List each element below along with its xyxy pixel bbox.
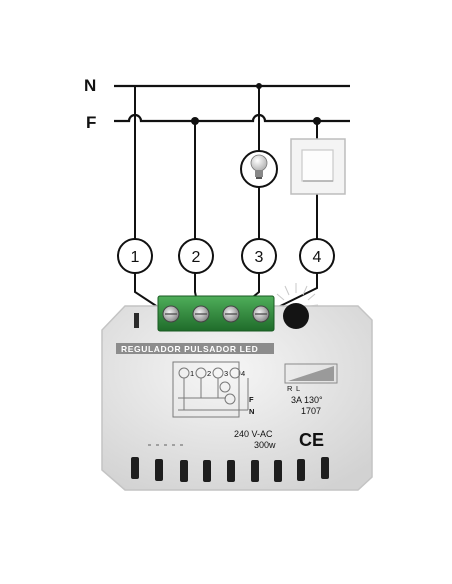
ce-mark: CE <box>299 430 324 450</box>
slider-left-label: R <box>287 384 293 393</box>
wall-push-button-icon <box>290 138 346 195</box>
terminal-number-circle-4: 4 <box>299 238 335 274</box>
screw-terminal-icon <box>162 305 180 323</box>
voltage-label: 240 V-AC <box>234 429 273 439</box>
push-button[interactable] <box>276 283 319 329</box>
terminal-number-4: 4 <box>313 249 322 266</box>
terminal-number-circle-1: 1 <box>117 238 153 274</box>
inner-terminal-1: 1 <box>190 369 194 378</box>
neutral-line-label: N <box>84 76 96 95</box>
inner-neutral-label: N <box>249 407 254 416</box>
device-name: REGULADOR PULSADOR LED <box>121 344 258 354</box>
module-slot <box>134 313 139 328</box>
dimmer-module: REGULADOR PULSADOR LED 1 2 3 4 F N <box>101 283 373 491</box>
inner-terminal-3: 3 <box>224 369 228 378</box>
inner-terminal-4: 4 <box>241 369 245 378</box>
wire-terminal-2 <box>194 121 201 316</box>
terminal-number-circle-3: 3 <box>241 238 277 274</box>
power-label: 300w <box>254 440 276 450</box>
phase-line-label: F <box>86 113 96 132</box>
terminal-number-1: 1 <box>131 249 140 266</box>
rating-line-1: 3A 130° <box>291 395 323 405</box>
internal-schematic <box>172 361 249 418</box>
ventilation-slots <box>131 457 329 482</box>
rating-line-2: 1707 <box>301 406 321 416</box>
slider-right-label: L <box>296 384 300 393</box>
screw-terminal-icon <box>192 305 210 323</box>
terminal-block <box>157 295 275 332</box>
screw-terminal-icon <box>252 305 270 323</box>
label-bar <box>116 343 274 354</box>
inner-terminal-2: 2 <box>207 369 211 378</box>
vent-markings <box>148 444 183 446</box>
light-bulb-icon <box>240 150 278 188</box>
terminal-number-circle-2: 2 <box>178 238 214 274</box>
terminal-number-2: 2 <box>192 249 201 266</box>
screw-terminal-icon <box>222 305 240 323</box>
terminal-number-3: 3 <box>255 249 264 266</box>
dimming-ramp-icon <box>284 363 338 384</box>
inner-line-label: F <box>249 395 254 404</box>
